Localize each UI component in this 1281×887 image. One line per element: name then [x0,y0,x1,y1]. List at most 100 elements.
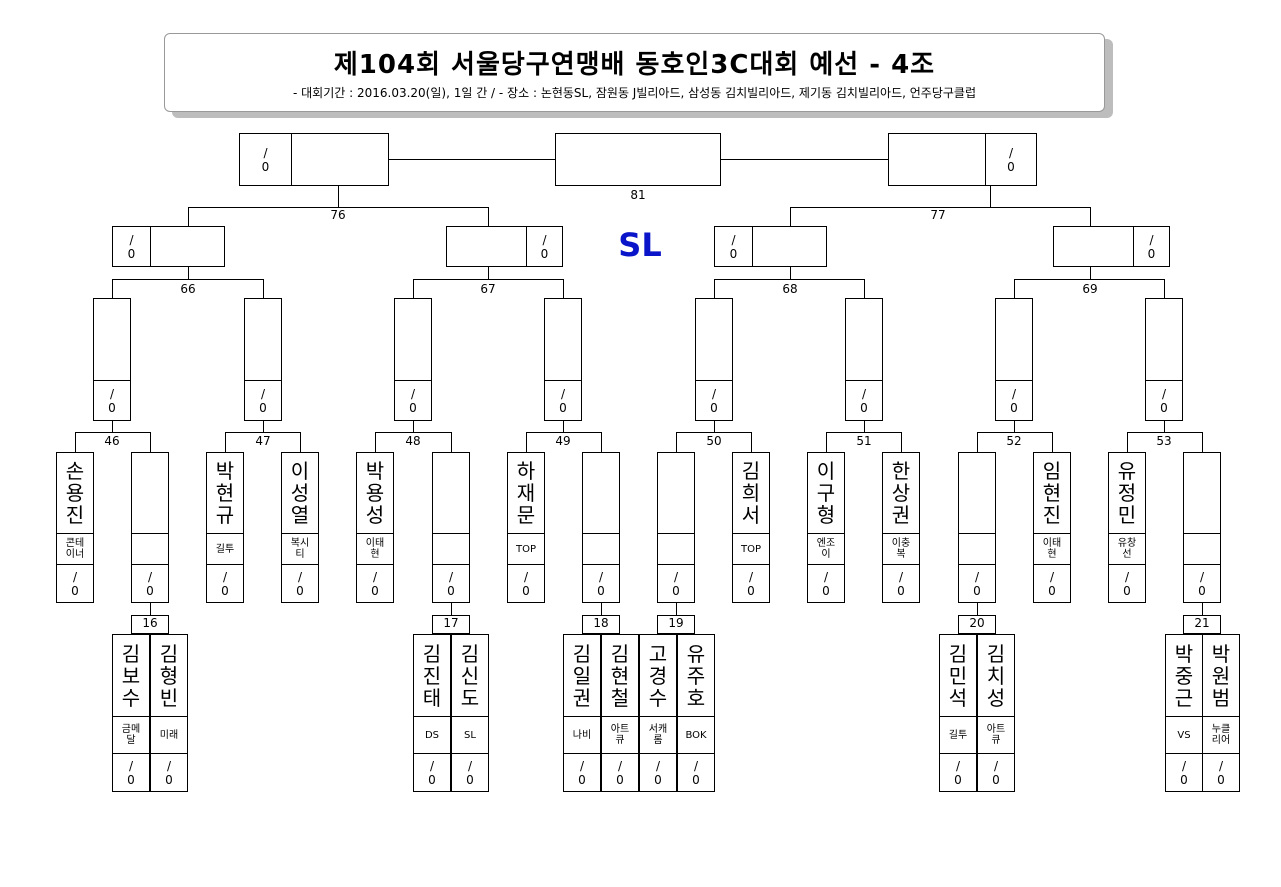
bracket-line [676,432,752,433]
score-cell: / 0 [150,753,188,792]
match-number: 77 [930,208,946,222]
player-name: 손 용 진 [56,452,94,534]
player-name: 한 상 권 [882,452,920,534]
prelim-match-number: 20 [958,615,996,634]
score-cell: / 0 [394,380,432,421]
score-cell: / 0 [244,380,282,421]
r16-name [93,298,131,381]
player-name: 박 현 규 [206,452,244,534]
player-name [582,452,620,534]
bracket-line [188,207,189,226]
bracket-line [864,421,865,432]
bracket-line [601,603,602,615]
bracket-line [112,279,264,280]
bracket-line [263,421,264,432]
bracket-line [601,432,602,452]
bracket-line [990,186,991,207]
score-cell: / 0 [695,380,733,421]
score-cell: / 0 [732,564,770,603]
bracket-line [1014,279,1165,280]
bracket-line [1090,207,1091,226]
player-club: 나비 [563,716,601,754]
prelim-match-number: 18 [582,615,620,634]
score-cell: / 0 [563,753,601,792]
player-name: 박 용 성 [356,452,394,534]
qf-name [446,226,527,267]
bracket-line [714,279,865,280]
r16-name [544,298,582,381]
score-cell: / 0 [601,753,639,792]
player-club: 금메 달 [112,716,150,754]
bracket-line [1164,421,1165,432]
match-number: 81 [630,188,646,202]
score-cell: / 0 [1202,753,1240,792]
player-name: 고 경 수 [639,634,677,717]
score-cell: / 0 [939,753,977,792]
bracket-line [1014,421,1015,432]
score-cell: / 0 [657,564,695,603]
bracket-line [150,432,151,452]
bracket-line [977,603,978,615]
player-name: 김 보 수 [112,634,150,717]
player-name: 박 원 범 [1202,634,1240,717]
player-name: 김 일 권 [563,634,601,717]
player-name: 김 민 석 [939,634,977,717]
score-cell: / 0 [845,380,883,421]
score-cell: / 0 [432,564,470,603]
prelim-match-number: 17 [432,615,470,634]
score-cell: / 0 [1183,564,1221,603]
player-club [432,533,470,565]
player-club [582,533,620,565]
score-cell: / 0 [882,564,920,603]
player-club: 미래 [150,716,188,754]
bracket-line [714,421,715,432]
match-number: 49 [555,434,571,448]
score-cell: / 0 [112,753,150,792]
page-subtitle: - 대회기간 : 2016.03.20(일), 1일 간 / - 장소 : 논현… [293,86,976,100]
player-name [131,452,169,534]
player-name: 유 주 호 [677,634,715,717]
bracket-line [225,432,226,452]
player-club: 길투 [939,716,977,754]
score-cell: / 0 [239,133,292,186]
bracket-line [1014,279,1015,298]
player-club: TOP [507,533,545,565]
score-cell: / 0 [1133,226,1170,267]
bracket-line [676,603,677,615]
bracket-line [1202,603,1203,615]
player-name: 유 정 민 [1108,452,1146,534]
bracket-line [75,432,151,433]
bracket-line [526,432,527,452]
player-name: 김 신 도 [451,634,489,717]
player-name: 김 진 태 [413,634,451,717]
bracket-line [451,603,452,615]
page-title: 제104회 서울당구연맹배 동호인3C대회 예선 - 4조 [333,50,936,80]
bracket-line [751,432,752,452]
qf-name [150,226,225,267]
score-cell: / 0 [544,380,582,421]
score-cell: / 0 [93,380,131,421]
bracket-line [150,603,151,615]
bracket-line [1090,267,1091,279]
bracket-line [676,432,677,452]
match-number: 66 [180,282,196,296]
r16-name [695,298,733,381]
score-cell: / 0 [451,753,489,792]
bracket-line [977,432,978,452]
bracket-line [413,421,414,432]
title-panel: 제104회 서울당구연맹배 동호인3C대회 예선 - 4조 - 대회기간 : 2… [164,33,1105,112]
player-club: 복시 티 [281,533,319,565]
match-number: 76 [330,208,346,222]
bracket-line [375,432,452,433]
player-club [131,533,169,565]
player-name: 김 현 철 [601,634,639,717]
score-cell: / 0 [413,753,451,792]
r16-name [394,298,432,381]
player-name: 임 현 진 [1033,452,1071,534]
venue-label: SL [618,226,662,264]
match-number: 50 [706,434,722,448]
bracket-line [826,432,902,433]
score-cell: / 0 [1033,564,1071,603]
player-club: 이충 복 [882,533,920,565]
final-center-box [555,133,721,186]
